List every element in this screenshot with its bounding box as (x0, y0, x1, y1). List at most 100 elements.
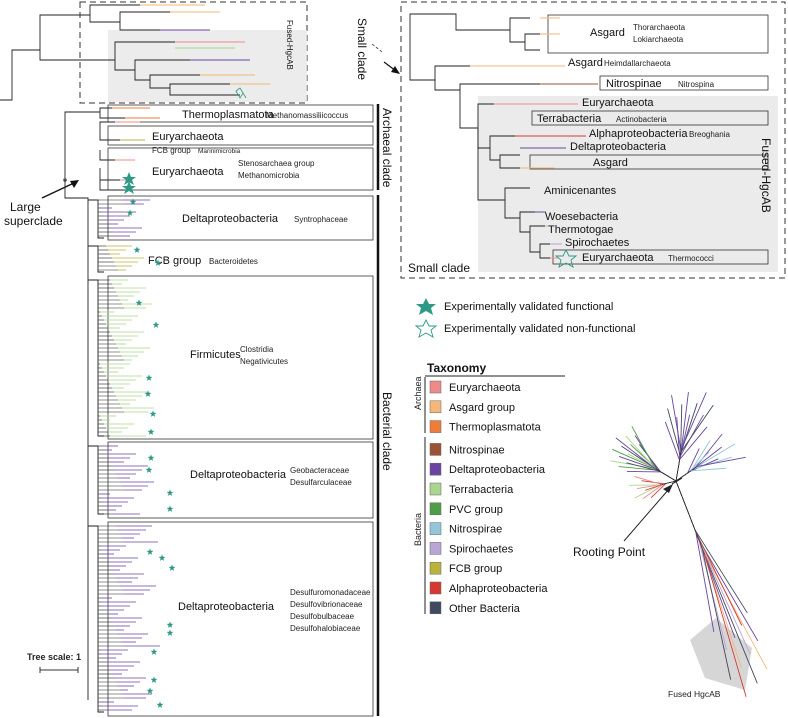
legend-item-label: Terrabacteria (449, 484, 514, 496)
connector-dash (371, 43, 383, 53)
breoghania-label: Breoghania (689, 130, 730, 139)
functional-star-icon (122, 181, 136, 194)
branch (694, 433, 723, 469)
branch (687, 448, 700, 474)
inset-alphaproteobacteria-label: Alphaproteobacteria (589, 128, 688, 140)
methanomassiliicoccus-label: Methanomassiliicoccus (266, 111, 348, 120)
branch (681, 392, 707, 449)
euryarchaeota-label-1: Euryarchaeota (152, 131, 224, 143)
functional-star-icon (156, 701, 164, 708)
taxonomy-title: Taxonomy (427, 361, 486, 375)
desulfarculaceae-label: Desulfarculaceae (290, 478, 352, 487)
inset-euryarchaeota-box (552, 249, 769, 265)
branch (702, 549, 768, 670)
bacterial-branches (88, 199, 160, 713)
heimdallarchaeota-label: Heimdallarchaeota (604, 59, 671, 68)
firmicutes-box (107, 275, 374, 440)
branch (680, 392, 689, 451)
legend-item-label: Thermoplasmatota (449, 422, 542, 434)
branch (88, 445, 104, 515)
functional-star-icon (144, 390, 152, 397)
euryarchaeota-box-1 (107, 125, 374, 146)
branch (680, 404, 683, 455)
fcb-group-label-2: FCB group (148, 255, 201, 267)
syntrophaceae-label: Syntrophaceae (294, 215, 348, 224)
functional-star-icon (158, 554, 166, 561)
desulfuromonadaceae-label: Desulfuromonadaceae (290, 588, 371, 597)
branch (650, 483, 667, 499)
branch (704, 554, 747, 697)
functional-star-icon (129, 198, 137, 205)
swatch-fcb-group (429, 561, 442, 575)
nitrospina-label: Nitrospina (678, 80, 715, 89)
functional-star-icon (166, 505, 174, 512)
large-superclade-label-line1: Large (10, 200, 41, 214)
stenosarchaea-label: Stenosarchaea group (238, 159, 315, 168)
actinobacteria-label: Actinobacteria (616, 115, 667, 124)
branch (631, 426, 656, 469)
legend-item-label: Nitrospinae (449, 444, 505, 456)
inset-woesebacteria-label: Woesebacteria (545, 211, 619, 223)
inset-asgard-box-3 (529, 154, 769, 170)
legend-functional-label: Experimentally validated functional (444, 301, 613, 313)
inset-spirochaetes-label: Spirochaetes (565, 237, 630, 249)
functional-star-icon (166, 489, 174, 496)
marinimicrobia-label: Marinimicrobia (198, 148, 241, 155)
rooting-tick (671, 477, 683, 485)
legend-item-label: Nitrospirae (449, 524, 502, 536)
nonfunctional-star-icon (235, 87, 247, 99)
branch (88, 525, 104, 713)
functional-star-icon (147, 454, 155, 461)
functional-star-icon (166, 621, 174, 628)
swatch-alphaproteobacteria (429, 581, 442, 595)
functional-star-icon (145, 466, 153, 473)
deltaproteobacteria-box-3 (107, 521, 374, 717)
legend-item-label: Euryarchaeota (449, 382, 521, 394)
functional-star-icon (126, 209, 134, 216)
inset-connector (371, 43, 400, 74)
inset-asgard-box-1 (547, 14, 769, 54)
functional-star-icon (150, 676, 158, 683)
small-clade-inset: Asgard Thorarchaeota Lokiarchaeota Asgar… (400, 1, 786, 279)
inset-nitrospinae-label: Nitrospinae (606, 78, 662, 90)
deltaproteobacteria-label-1: Deltaproteobacteria (182, 213, 279, 225)
inset-dashed-box (400, 1, 786, 279)
inset-deltaproteobacteria-label: Deltaproteobacteria (570, 141, 667, 153)
deltaproteobacteria-label-3: Deltaproteobacteria (178, 601, 275, 613)
thermoplasmatota-box (107, 104, 374, 123)
swatch-euryarchaeota (429, 380, 442, 394)
unrooted-branches (610, 392, 768, 697)
branch (661, 480, 677, 485)
thorarchaeota-label: Thorarchaeota (633, 23, 686, 32)
branch (698, 539, 759, 642)
branch (703, 551, 758, 684)
arrowhead-icon (663, 484, 673, 493)
swatch-deltaproteobacteria (429, 462, 442, 476)
inset-euryarchaeota-label-1: Euryarchaeota (582, 97, 654, 109)
inset-euryarchaeota-label-2: Euryarchaeota (582, 252, 654, 264)
small-clade-dashed-box (79, 1, 308, 104)
functional-star-icon (122, 172, 136, 185)
deltaproteobacteria-label-2: Deltaproteobacteria (190, 469, 287, 481)
branch (618, 456, 658, 471)
euryarchaeota-box-2 (107, 147, 374, 191)
thermoplasmatota-label: Thermoplasmatota (182, 109, 275, 121)
desulfovibrionaceae-label: Desulfovibrionaceae (290, 600, 363, 609)
large-superclade-label-line2: superclade (4, 214, 63, 228)
branch (88, 245, 104, 273)
inset-terrabacteria-label: Terrabacteria (537, 113, 602, 125)
desulfohalobiaceae-label: Desulfohalobiaceae (290, 624, 361, 633)
inset-asgard-label-1: Asgard (590, 27, 625, 39)
tree-scale: Tree scale: 1 (27, 652, 81, 673)
rooting-arrow (623, 488, 670, 542)
fused-hgcab-shading (108, 30, 307, 102)
branch (625, 435, 657, 470)
thermococci-label: Thermococci (668, 254, 714, 263)
archaeal-clade-region: Thermoplasmatota Methanomassiliicoccus E… (64, 104, 394, 194)
functional-star-icon (146, 687, 154, 694)
desulfobulbaceae-label: Desulfobulbaceae (290, 612, 355, 621)
inset-branches (409, 13, 598, 259)
swatch-nitrospirae (429, 522, 442, 535)
